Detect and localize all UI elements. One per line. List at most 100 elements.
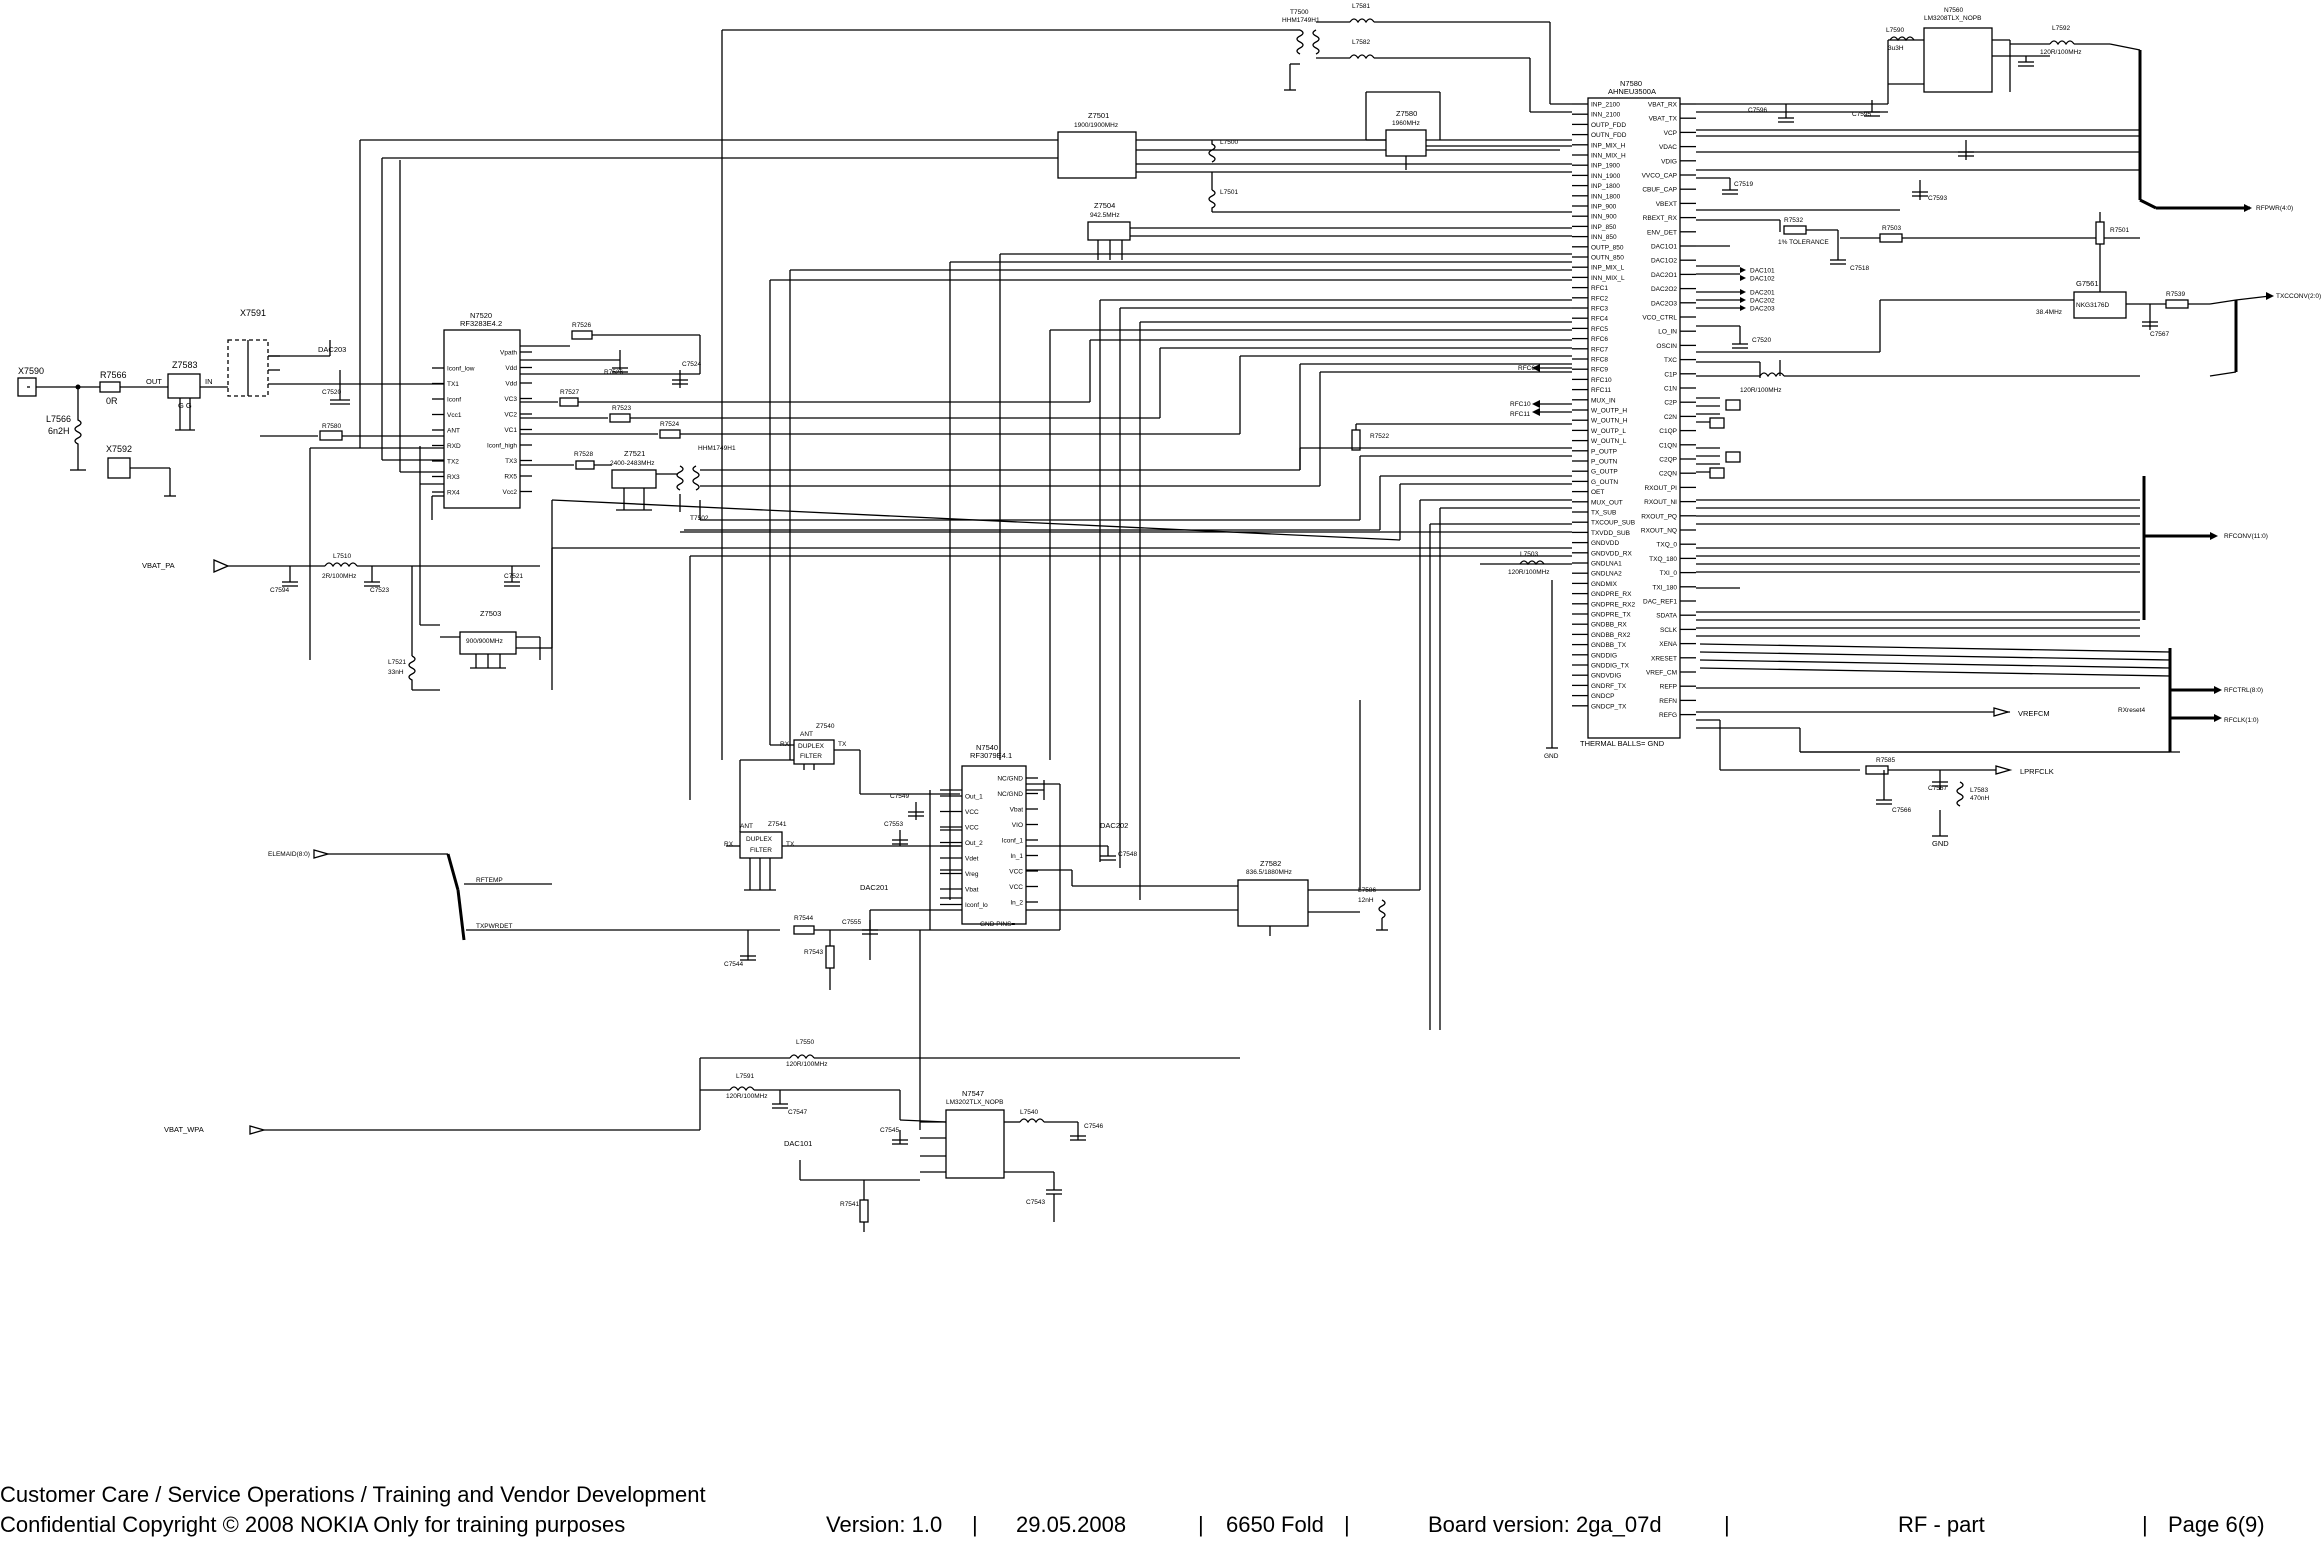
rfic-right-pin-label: VBAT_RX: [1648, 102, 1678, 109]
rfic-right-pin-label: XENA: [1659, 641, 1677, 648]
n7520-front-end-module: N7520 RF3283E4.2 Iconf_lowTX1IconfVcc1AN…: [432, 311, 532, 509]
txcconv-label: TXCCONV(2:0): [2276, 293, 2321, 300]
x7592-testpoint: [107, 457, 131, 479]
vrefcm-port: [1993, 707, 2011, 717]
rfconv-label: RFCONV(11:0): [2224, 533, 2268, 540]
n7520-right-pin-label: Vdd: [505, 365, 517, 372]
rfic-left-pin-label: GNDCP_TX: [1591, 703, 1627, 710]
rfic-left-pin-label: RFC11: [1591, 387, 1611, 394]
rfic-left-pin-label: INP_MIX_L: [1591, 265, 1625, 272]
rfic-right-pin-label: RXOUT_NI: [1644, 499, 1677, 506]
rfic-left-pin-label: MUX_OUT: [1591, 499, 1623, 506]
l7521-label: L7521: [388, 659, 406, 666]
vbat-pa-label: VBAT_PA: [142, 561, 175, 570]
dac-out-label: DAC203: [1750, 306, 1775, 313]
footer-date: 29.05.2008: [1016, 1512, 1127, 1537]
r7501-resistor: [2095, 221, 2105, 245]
rfic-left-pin-label: OUTP_850: [1591, 244, 1624, 251]
pa-left-pin-label: VCC: [965, 809, 979, 816]
c7594-label: C7594: [270, 587, 290, 594]
rfic-left-pin-label: INN_850: [1591, 234, 1617, 241]
r7539-label: R7539: [2166, 291, 2186, 298]
z7504-ref: Z7504: [1094, 201, 1115, 210]
rfic-n7580: N7580 AHNEU3500A INP_2100INN_2100OUTP_FD…: [1572, 79, 1696, 748]
c7582-cap: [1725, 451, 1741, 463]
dac203-label: DAC203: [318, 345, 346, 354]
c7566-label: C7566: [1892, 807, 1912, 814]
n7547-ref: N7547: [962, 1089, 984, 1098]
c7545-label: C7545: [880, 1127, 900, 1134]
rxreset-label: RXreset4: [2118, 707, 2145, 714]
dac-out-label: DAC202: [1750, 298, 1775, 305]
l7592-value: 120R/100MHz: [1740, 387, 1782, 394]
n7540-power-amplifier: N7540 RF3079E4.1 Out_1VCCVCCOut_2VdetVre…: [842, 743, 1240, 960]
z7580-value: 1960MHz: [1392, 120, 1420, 127]
rfic-left-pin-label: RFC2: [1591, 295, 1608, 302]
x7592-label: X7592: [106, 444, 132, 454]
rfic-right-pin-label: LO_IN: [1658, 329, 1677, 336]
rfic-left-pin-label: G_OUTP: [1591, 469, 1618, 476]
n7560-body: [1923, 27, 1993, 93]
c7520-label: C7520: [322, 389, 342, 396]
n7520-right-pin-label: Iconf_high: [487, 443, 517, 450]
c7549-label: C7549: [890, 793, 910, 800]
lprfclk-label: LPRFCLK: [2020, 767, 2054, 776]
rfic-right-pin-label: RXOUT_PQ: [1641, 513, 1677, 520]
n7520-left-pin-label: RX3: [447, 474, 460, 481]
z7540-ref: Z7540: [816, 723, 835, 730]
z7504-body: [1087, 221, 1131, 241]
rfic-left-pin-label: RFC6: [1591, 336, 1608, 343]
elemaid-port: [313, 849, 331, 859]
r7585-value: R7585: [1876, 757, 1896, 764]
z7521-t7502-section: Z7521 2400-2483MHz HHM1749H1 T7502: [610, 445, 736, 522]
rfic-right-pin-label: RBEXT_RX: [1643, 215, 1678, 222]
n7540-gndpins: GND PINS=: [980, 921, 1015, 928]
rfic-left-pin-label: RFC8: [1591, 357, 1608, 364]
rfic-left-pin-label: OET: [1591, 489, 1604, 496]
r7524-resistor: [659, 429, 681, 439]
pa-right-pin-label: Iconf_1: [1002, 838, 1024, 845]
z7504-filter: Z7504 942.5MHz: [1087, 201, 1572, 260]
rfic-right-pin-label: TXQ_0: [1656, 542, 1677, 549]
c7595-label: C7595: [1852, 111, 1872, 118]
n7560-dcdc: N7560 LM3208TLX_NOPB L7590 3u3H L7592 12…: [1852, 7, 2141, 202]
n7540-part: RF3079E4.1: [970, 751, 1012, 760]
z7540-text1: DUPLEX: [798, 743, 825, 750]
footer-version: Version: 1.0: [826, 1512, 943, 1537]
z7503-filter: Z7503 900/900MHz: [440, 500, 553, 669]
c7521-label: C7521: [504, 573, 524, 580]
r7522-resistor: [1351, 429, 1361, 451]
rfic-right-pin-label: REFP: [1660, 684, 1677, 691]
r7539-resistor: [2165, 299, 2189, 309]
pa-left-pin-label: Vreg: [965, 871, 979, 878]
l7591-value: 120R/100MHz: [726, 1093, 768, 1100]
l7550-value: 120R/100MHz: [786, 1061, 828, 1068]
n7520-left-pin-label: TX1: [447, 381, 459, 388]
vbat-pa-port: [213, 559, 230, 573]
n7520-right-pin-label: VC3: [504, 396, 517, 403]
rfic-left-pin-label: GNDVDD_RX: [1591, 550, 1632, 557]
dac202-label: DAC202: [1100, 821, 1128, 830]
rfic-left-pin-label: GNDRF_TX: [1591, 683, 1627, 690]
r7524-label: R7524: [660, 421, 680, 428]
elemaid-section: ELEMAID(8:0) RFTEMP TXPWRDET C7544 R7544…: [268, 849, 930, 990]
rfic-left-pin-label: W_OUTP_L: [1591, 428, 1626, 435]
rfic-left-pin-label: OUTN_FDD: [1591, 132, 1627, 139]
n7520-left-pin-label: Iconf_low: [447, 366, 475, 373]
l7566-label: L7566: [46, 414, 71, 424]
r7543-resistor: [825, 945, 835, 969]
z7541-text2: FILTER: [750, 847, 772, 854]
rfic-right-pin-label: VDIG: [1661, 158, 1677, 165]
rfic-left-pin-label: INN_2100: [1591, 112, 1621, 119]
c7546-label: C7546: [1084, 1123, 1104, 1130]
z7541-rx: RX: [724, 841, 734, 848]
l7590-value: 3u3H: [1888, 45, 1904, 52]
rfic-left-pin-label: RFC3: [1591, 306, 1608, 313]
l7590-label: L7590: [1886, 27, 1904, 34]
rfic-left-pin-label: TX_SUB: [1591, 510, 1616, 517]
rfic-left-pin-label: INP_2100: [1591, 102, 1620, 109]
lprfclk-port: [1995, 765, 2013, 775]
vbat-wpa-section: VBAT_WPA L7550 120R/100MHz L7591 120R/10…: [164, 930, 1240, 1232]
rfic-right-pin-label: DAC2O3: [1651, 300, 1677, 307]
l7591-label: L7591: [736, 1073, 754, 1080]
